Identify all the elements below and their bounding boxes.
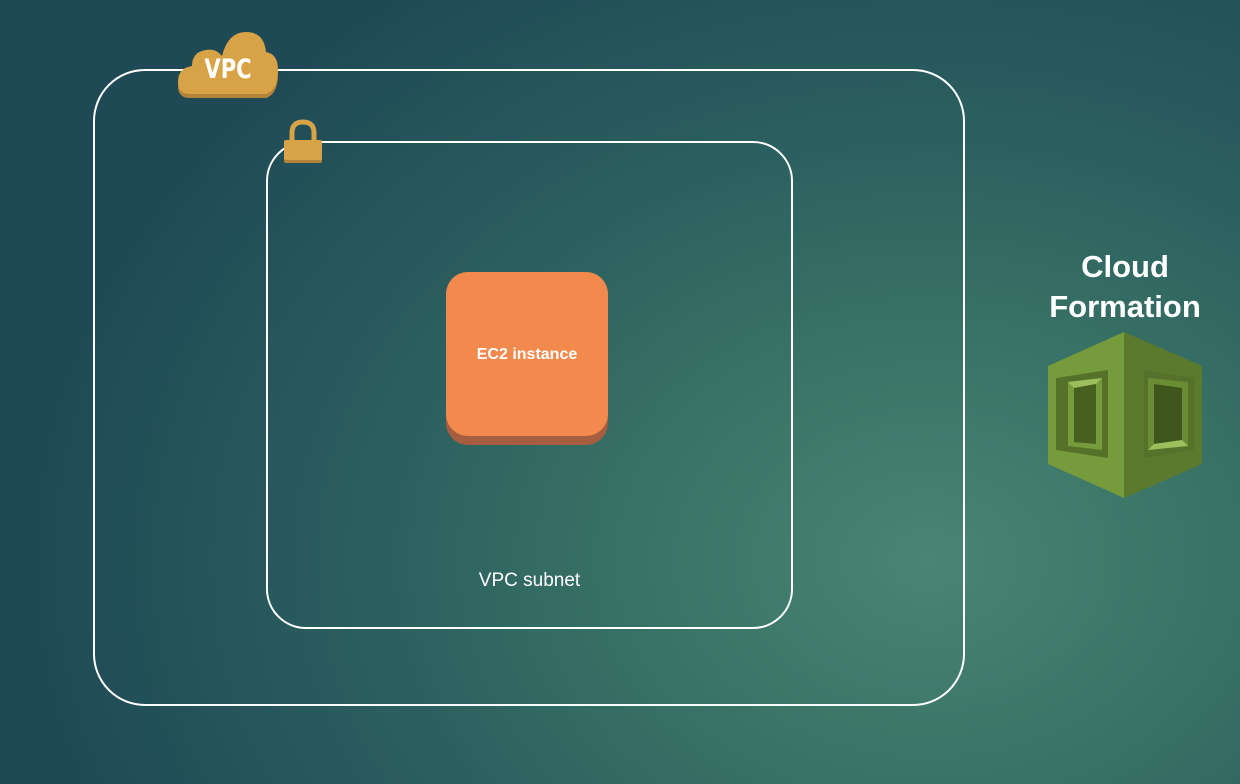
lock-icon <box>284 119 322 163</box>
vpc-container <box>93 69 965 706</box>
vpc-cloud-icon <box>178 32 278 98</box>
cloudformation-title-line1: Cloud <box>1081 249 1169 284</box>
cloudformation-icon <box>1048 332 1202 498</box>
cloudformation-title: Cloud Formation <box>1030 247 1220 327</box>
ec2-instance[interactable]: EC2 instance <box>446 272 608 436</box>
vpc-badge-label: VPC <box>204 54 252 85</box>
vpc-subnet-label: VPC subnet <box>478 570 581 591</box>
vpc-subnet-container <box>266 141 793 629</box>
cloudformation-title-line2: Formation <box>1049 289 1201 324</box>
ec2-instance-label: EC2 instance <box>476 346 578 363</box>
